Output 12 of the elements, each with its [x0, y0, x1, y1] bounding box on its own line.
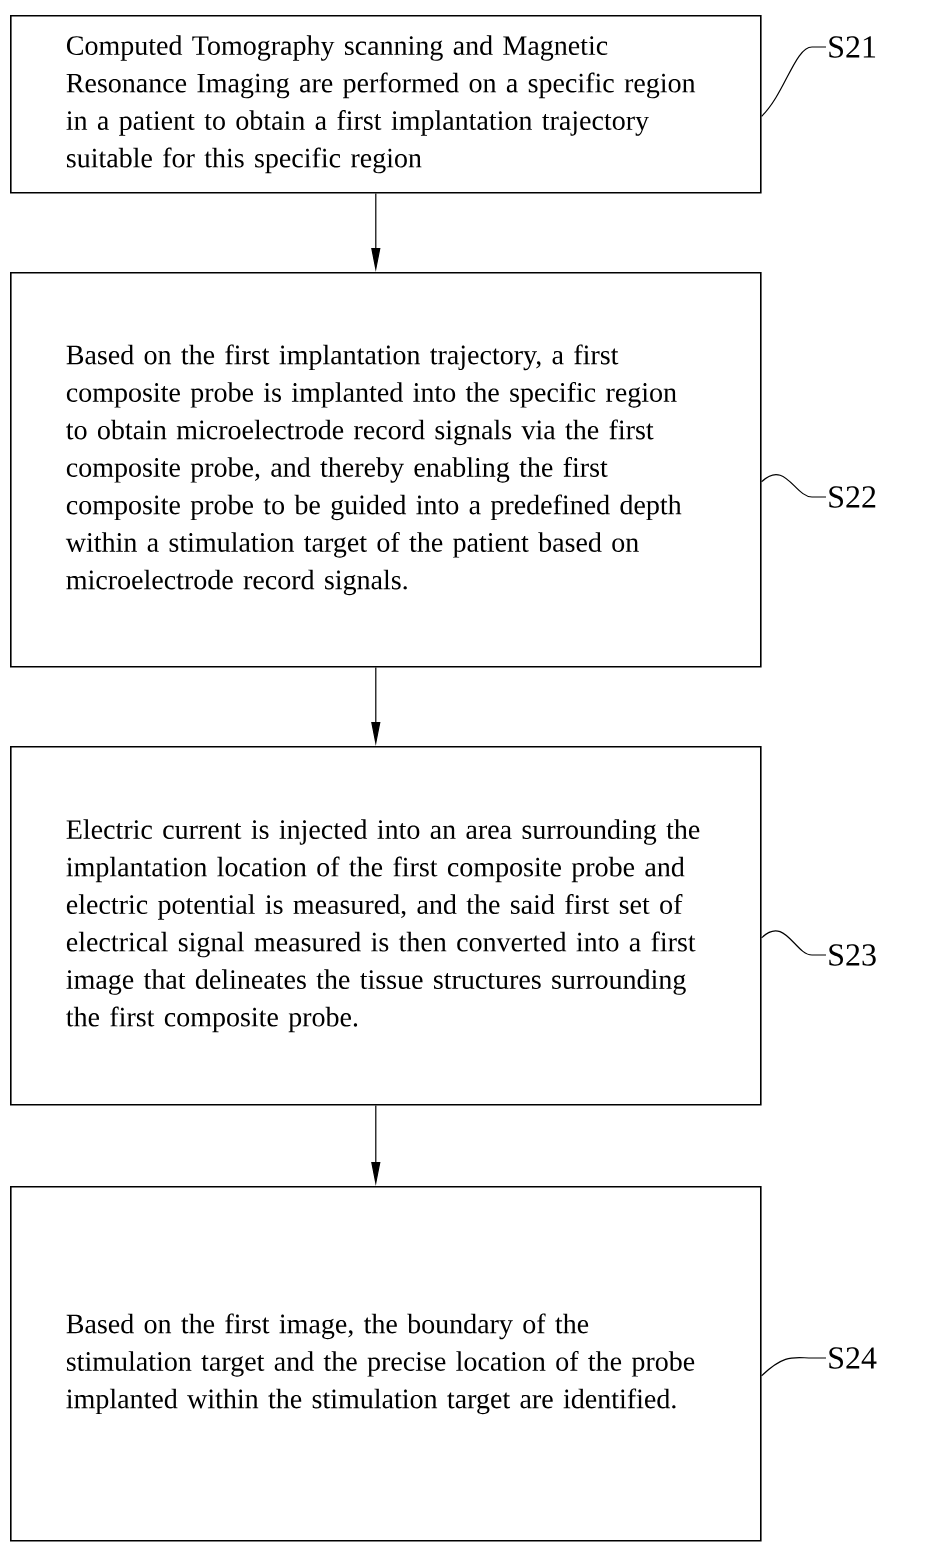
process-box: Electric current is injected into an area surrounding the implantation location of the first composite probe and electric potential is measured, and the said first set of electrical signal measured is then converted into a first image that delineates the tissue structures surrounding the first composite probe.: [10, 746, 762, 1106]
leader-line: [761, 1356, 827, 1377]
process-box: Based on the first image, the boundary of the stimulation target and the precise location of the probe implanted within the stimulation target are identified.: [10, 1186, 762, 1542]
step-label: S24: [829, 1347, 877, 1369]
process-box: Computed Tomography scanning and Magnetic Resonance Imaging are performed on a specific region in a patient to obtain a first implantation trajectory suitable for this specific region: [10, 15, 762, 194]
leader-line: [761, 46, 827, 117]
leader-line: [761, 930, 827, 956]
process-box: Based on the first implantation trajectory, a first composite probe is implanted into the specific region to obtain microelectrode record signals via the first composite probe, and thereby enabling the first composite probe to be guided into a predefined depth within a stimulation target of the patient based on microelectrode record signals.: [10, 272, 762, 668]
leader-line: [761, 473, 827, 498]
step-label: S22: [829, 486, 876, 508]
step-label: S21: [829, 36, 876, 58]
step-label: S23: [829, 944, 876, 966]
